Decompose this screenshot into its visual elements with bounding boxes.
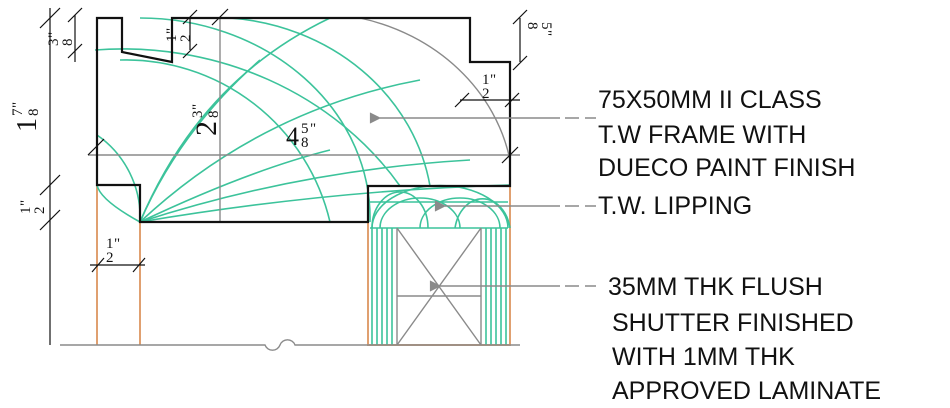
dim-frame-depth: 2 3 8 " — [190, 104, 223, 136]
svg-text:": " — [18, 200, 34, 206]
dim-overall-height: 1 7 8 " — [10, 102, 43, 132]
svg-text:": " — [310, 121, 316, 137]
dim-top-step: 3 8 " — [46, 32, 76, 46]
svg-text:7: 7 — [10, 108, 26, 116]
svg-text:": " — [538, 30, 554, 36]
svg-text:T.W FRAME WITH: T.W FRAME WITH — [598, 121, 806, 149]
svg-text:8: 8 — [301, 135, 309, 151]
svg-text:8: 8 — [524, 22, 540, 30]
svg-text:75X50MM II CLASS: 75X50MM II CLASS — [598, 86, 822, 114]
svg-text:APPROVED LAMINATE: APPROVED LAMINATE — [612, 377, 881, 405]
dimension-lines — [39, 7, 528, 345]
svg-text:1: 1 — [164, 35, 180, 43]
shutter-hatch — [370, 184, 511, 345]
svg-text:8: 8 — [26, 109, 42, 117]
leader-arrows — [369, 112, 596, 292]
svg-text:3: 3 — [190, 111, 206, 119]
svg-text:": " — [190, 104, 206, 110]
svg-text:": " — [46, 32, 62, 38]
frame-hatch — [94, 17, 511, 223]
svg-text:1: 1 — [106, 236, 114, 252]
svg-text:2: 2 — [32, 207, 48, 215]
frame-note: 75X50MM II CLASS T.W FRAME WITH DUECO PA… — [598, 86, 855, 182]
svg-text:SHUTTER FINISHED: SHUTTER FINISHED — [612, 309, 854, 337]
svg-text:": " — [114, 236, 120, 252]
svg-text:1: 1 — [18, 207, 34, 215]
svg-text:": " — [164, 28, 180, 34]
svg-text:2: 2 — [178, 35, 194, 43]
svg-text:1: 1 — [12, 118, 43, 132]
svg-text:1: 1 — [482, 72, 490, 88]
lipping-lines — [96, 185, 511, 346]
svg-text:": " — [490, 72, 496, 88]
svg-text:5: 5 — [301, 121, 309, 137]
lipping-note: T.W. LIPPING — [598, 192, 752, 220]
svg-text:DUECO PAINT FINISH: DUECO PAINT FINISH — [598, 154, 855, 182]
dim-right-rebate: 1 2 " — [482, 72, 496, 102]
dim-lower-band: 1 2 " — [18, 200, 48, 214]
svg-text:3: 3 — [46, 39, 62, 47]
svg-text:2: 2 — [190, 121, 223, 136]
dim-frame-width: 4 5 8 " — [286, 121, 316, 151]
frame-profile-outline — [95, 16, 512, 224]
svg-text:8: 8 — [60, 39, 76, 47]
svg-text:5: 5 — [538, 22, 554, 30]
dim-rebate-depth: 1 2 " — [164, 28, 194, 42]
svg-text:WITH 1MM THK: WITH 1MM THK — [612, 343, 795, 371]
dim-right-step: 5 8 " — [524, 22, 554, 36]
svg-text:8: 8 — [206, 111, 222, 119]
svg-text:2: 2 — [106, 250, 114, 266]
shutter-note: 35MM THK FLUSH SHUTTER FINISHED WITH 1MM… — [608, 273, 881, 405]
dim-architrave: 1 2 " — [106, 236, 120, 266]
svg-text:35MM THK FLUSH: 35MM THK FLUSH — [608, 273, 823, 301]
svg-text:2: 2 — [482, 86, 490, 102]
svg-text:": " — [10, 102, 26, 108]
svg-text:4: 4 — [286, 122, 299, 151]
